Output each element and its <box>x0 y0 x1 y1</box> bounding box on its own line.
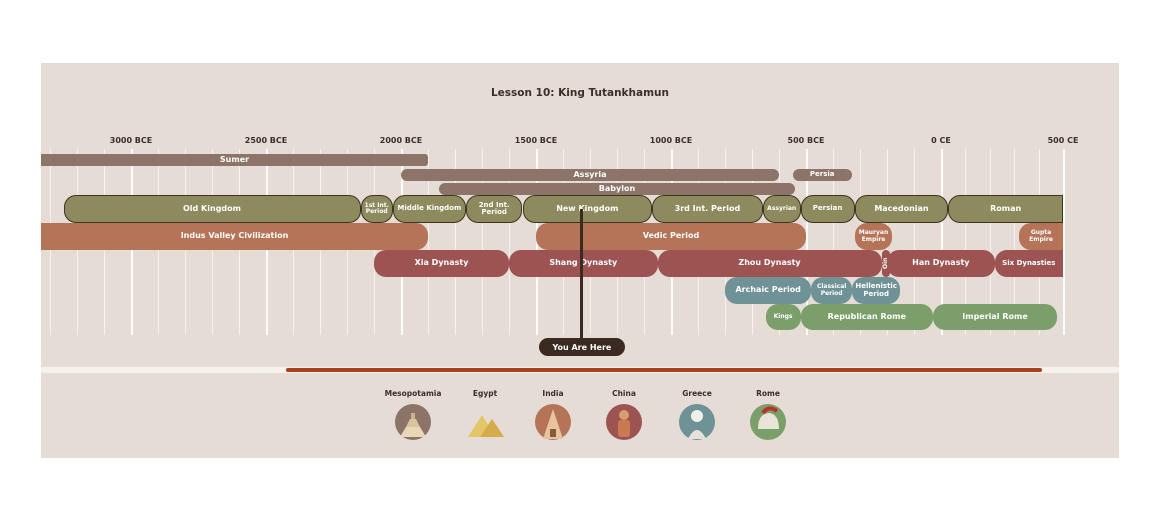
axis-tick-1500-bce: 1500 BCE <box>514 136 558 145</box>
period-hellenistic-period[interactable]: Hellenistic Period <box>851 277 901 304</box>
period-assyria[interactable]: Assyria <box>401 169 779 181</box>
grid-line <box>455 149 456 335</box>
grid-line <box>914 149 915 335</box>
legend-item-india[interactable]: India <box>513 389 593 441</box>
period-mauryan-empire[interactable]: Mauryan Empire <box>854 223 893 250</box>
timeline-scroll-thumb[interactable] <box>286 368 1042 372</box>
period-macedonian[interactable]: Macedonian <box>854 195 949 223</box>
period-roman[interactable]: Roman <box>948 195 1063 223</box>
grid-line <box>965 149 967 335</box>
grid-line <box>833 149 834 335</box>
you-are-here-marker[interactable]: You Are Here <box>538 338 625 356</box>
period-six-dynasties[interactable]: Six Dynasties <box>994 250 1063 277</box>
axis-tick-1000-bce: 1000 BCE <box>649 136 693 145</box>
period-babylon[interactable]: Babylon <box>438 183 796 195</box>
period-classical-period[interactable]: Classical Period <box>811 277 852 304</box>
terracotta-warrior-icon <box>606 404 642 440</box>
axis-tick-2000-bce: 2000 BCE <box>379 136 423 145</box>
period-1st-int-period[interactable]: 1st Int. Period <box>360 195 393 223</box>
period-new-kingdom[interactable]: New Kingdom <box>522 195 653 223</box>
grid-line <box>1014 149 1016 335</box>
legend-item-china[interactable]: China <box>584 389 664 441</box>
period-sumer[interactable]: Sumer <box>41 154 428 166</box>
period-3rd-int-period[interactable]: 3rd Int. Period <box>652 195 763 223</box>
period-xia-dynasty[interactable]: Xia Dynasty <box>374 250 509 277</box>
axis-tick-3000-bce: 3000 BCE <box>109 136 153 145</box>
axis-tick-2500-bce: 2500 BCE <box>244 136 288 145</box>
legend-item-rome[interactable]: Rome <box>728 389 808 441</box>
legend-item-greece[interactable]: Greece <box>657 389 737 441</box>
grid-line <box>989 149 991 335</box>
period-assyrian[interactable]: Assyrian <box>762 195 801 223</box>
period-han-dynasty[interactable]: Han Dynasty <box>887 250 995 277</box>
axis-tick-0-ce: 0 CE <box>931 136 951 145</box>
period-2nd-int-period[interactable]: 2nd Int. Period <box>465 195 523 223</box>
period-persia[interactable]: Persia <box>792 169 852 181</box>
period-zhou-dynasty[interactable]: Zhou Dynasty <box>657 250 882 277</box>
axis-tick-500-bce: 500 BCE <box>787 136 825 145</box>
grid-line <box>806 149 808 335</box>
legend-item-egypt[interactable]: Egypt <box>445 389 525 441</box>
period-republican-rome[interactable]: Republican Rome <box>800 304 933 330</box>
temple-icon <box>535 404 571 440</box>
period-gupta-empire[interactable]: Gupta Empire <box>1019 223 1063 250</box>
ziggurat-icon <box>395 404 431 440</box>
legend-label: Greece <box>682 389 712 398</box>
legend-label: China <box>612 389 636 398</box>
period-indus-valley-civilization[interactable]: Indus Valley Civilization <box>41 223 428 250</box>
grid-line <box>428 149 429 335</box>
grid-line <box>482 149 483 335</box>
legend-item-mesopotamia[interactable]: Mesopotamia <box>373 389 453 441</box>
period-kings[interactable]: Kings <box>765 304 801 330</box>
timeline-panel: Lesson 10: King Tutankhamun 3000 BCE 2500… <box>41 63 1119 458</box>
axis-tick-500-ce: 500 CE <box>1047 136 1079 145</box>
legend-label: Mesopotamia <box>384 389 442 398</box>
period-archaic-period[interactable]: Archaic Period <box>725 277 812 304</box>
legend-label: Rome <box>756 389 780 398</box>
period-old-kingdom[interactable]: Old Kingdom <box>63 195 361 223</box>
legend-label: Egypt <box>472 389 498 398</box>
period-persian[interactable]: Persian <box>800 195 855 223</box>
period-vedic-period[interactable]: Vedic Period <box>536 223 806 250</box>
roman-helmet-icon <box>750 404 786 440</box>
period-imperial-rome[interactable]: Imperial Rome <box>932 304 1058 330</box>
you-are-here-line <box>580 209 584 341</box>
grid-line <box>941 149 943 335</box>
page-title: Lesson 10: King Tutankhamun <box>490 87 669 99</box>
period-middle-kingdom[interactable]: Middle Kingdom <box>392 195 466 223</box>
greek-statue-icon <box>679 404 715 440</box>
legend-label: India <box>542 389 564 398</box>
pyramids-icon <box>468 415 504 437</box>
grid-line <box>1063 149 1065 335</box>
grid-line <box>509 149 510 335</box>
